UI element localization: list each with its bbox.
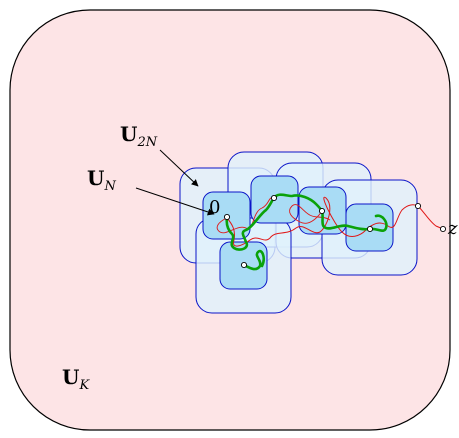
node-origin	[223, 213, 231, 221]
red-path-loop	[289, 204, 331, 224]
node-4	[366, 225, 374, 233]
label-outer-region: UK	[62, 365, 90, 393]
node-6	[414, 202, 422, 210]
node-3	[318, 207, 326, 215]
green-path-lower	[242, 249, 265, 271]
node-endpoint	[439, 225, 447, 233]
green-path	[225, 193, 388, 251]
path-nodes	[223, 194, 447, 269]
node-2	[270, 194, 278, 202]
red-path	[226, 196, 444, 247]
arrow-big-box	[159, 149, 199, 187]
arrow-small-box	[135, 187, 215, 216]
node-5	[240, 261, 248, 269]
red-path-branch	[216, 197, 275, 234]
label-small-box: UN	[87, 166, 116, 194]
label-big-box: U2N	[120, 122, 158, 150]
label-origin: 0	[209, 197, 220, 218]
label-endpoint: z	[447, 218, 458, 239]
